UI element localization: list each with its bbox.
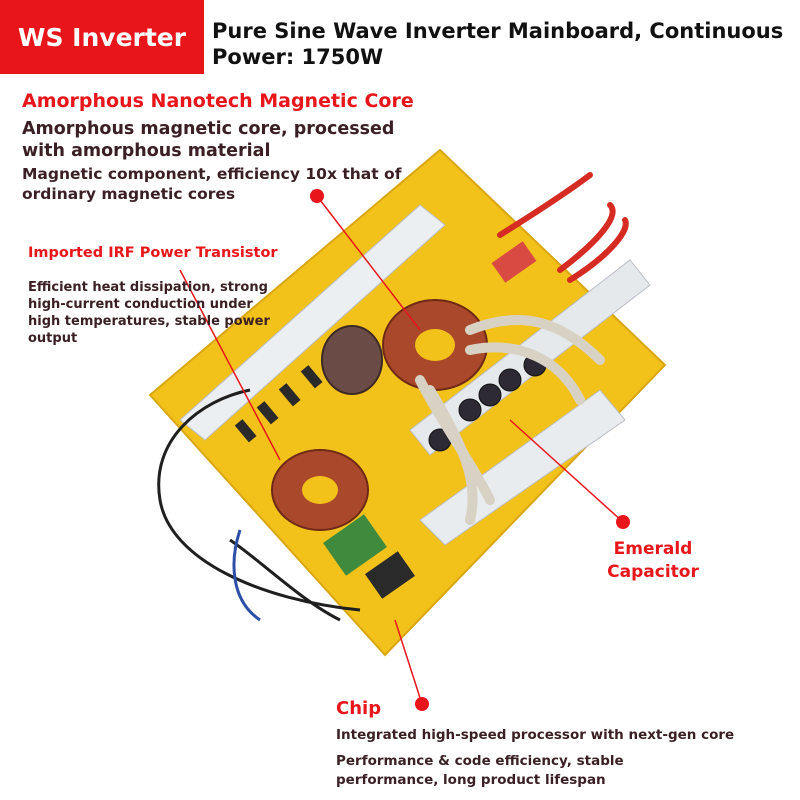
inductor-toroid xyxy=(271,449,369,531)
amorphous-core-toroid xyxy=(382,299,488,391)
brand-badge: WS Inverter xyxy=(0,0,204,74)
irf-title: Imported IRF Power Transistor xyxy=(28,245,278,261)
emerald-capacitors xyxy=(428,353,547,452)
chip-description-1: Integrated high-speed processor with nex… xyxy=(336,727,735,743)
chip-callout-dot xyxy=(415,697,429,711)
core-description-2: Magnetic component, efficiency 10x that … xyxy=(22,165,402,203)
chip-title: Chip xyxy=(336,698,382,719)
pcb-board xyxy=(148,148,667,657)
capacitor-label: Emerald Capacitor xyxy=(607,539,699,582)
chip-description-2: Performance & code efficiency, stable pe… xyxy=(336,753,624,788)
main-capacitor xyxy=(321,325,383,395)
capacitor-callout-dot xyxy=(616,515,630,529)
core-callout-dot xyxy=(310,189,324,203)
white-wires xyxy=(415,315,605,525)
red-wires xyxy=(497,172,629,283)
red-connector xyxy=(491,241,537,283)
chip-module xyxy=(323,514,415,599)
core-description-1: Amorphous magnetic core, processed with … xyxy=(22,119,395,161)
product-headline: Pure Sine Wave Inverter Mainboard, Conti… xyxy=(212,19,784,69)
irf-description: Efficient heat dissipation, strong high-… xyxy=(28,280,270,346)
black-wires xyxy=(157,388,361,622)
transistor-row xyxy=(234,365,323,443)
heatsink-left xyxy=(179,204,446,441)
callout-lines xyxy=(179,195,624,705)
core-title: Amorphous Nanotech Magnetic Core xyxy=(22,90,414,112)
blue-wires xyxy=(232,529,261,622)
